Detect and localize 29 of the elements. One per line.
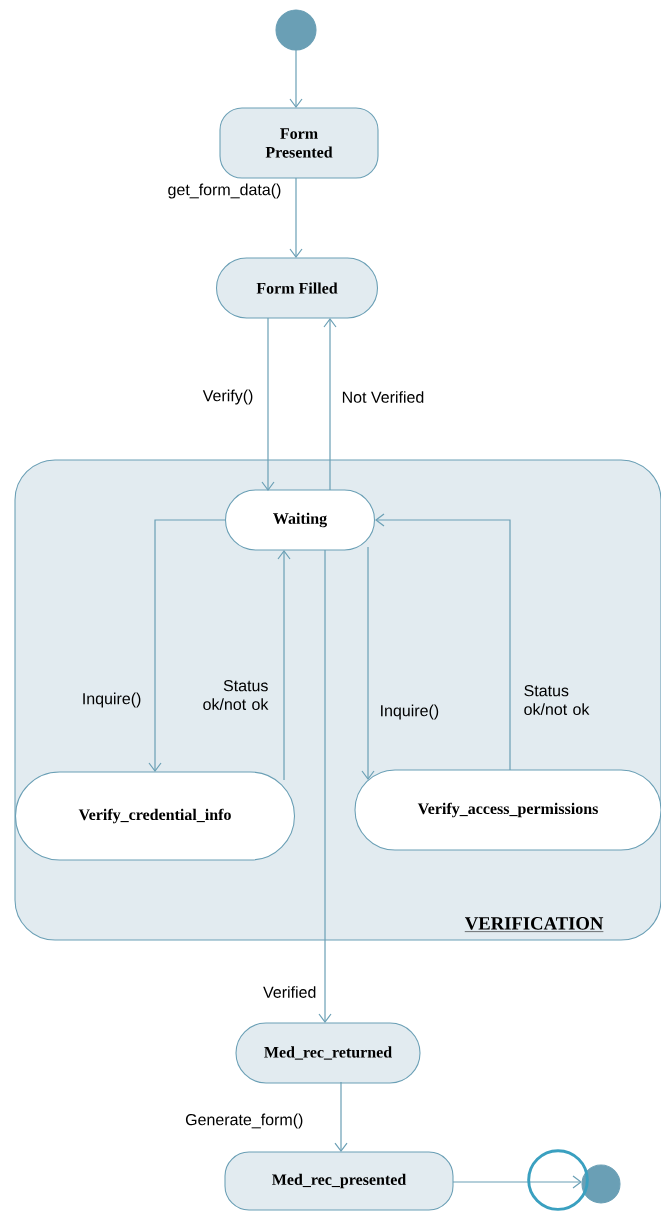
state-box: Form Filled [215, 257, 379, 319]
edge-label: Generate_form() [185, 1113, 303, 1129]
arrow [452, 1175, 582, 1189]
arrow [323, 318, 337, 491]
arrow [261, 317, 275, 491]
edge-label: Verified [263, 986, 316, 998]
state-dot [275, 9, 317, 51]
edge-label: Status ok/not ok [524, 685, 590, 715]
edge-label: Inquire() [83, 692, 141, 708]
edge-label: get_form_data() [168, 183, 281, 199]
edge-label: Not Verified [342, 391, 424, 403]
state-box: Med_rec_returned [235, 1022, 421, 1084]
state-box: Verify_credential_info [14, 771, 296, 861]
edge-label: Status ok/not ok [203, 680, 269, 710]
state-dot [581, 1164, 621, 1204]
arrow [375, 513, 511, 771]
arrow [361, 546, 375, 780]
edge-label: Inquire() [381, 704, 439, 720]
state-box: Verify_access_permissions [354, 769, 661, 851]
state-box: Waiting [224, 489, 376, 551]
arrow [289, 49, 303, 108]
edge-label: Verify() [202, 389, 253, 405]
arrow [277, 550, 291, 781]
arrow [289, 177, 303, 258]
arrow [318, 549, 332, 1023]
state-box: Med_rec_presented [224, 1151, 454, 1211]
state-box: Form Presented [219, 107, 379, 179]
arrow [148, 519, 227, 772]
arrow [334, 1081, 348, 1152]
